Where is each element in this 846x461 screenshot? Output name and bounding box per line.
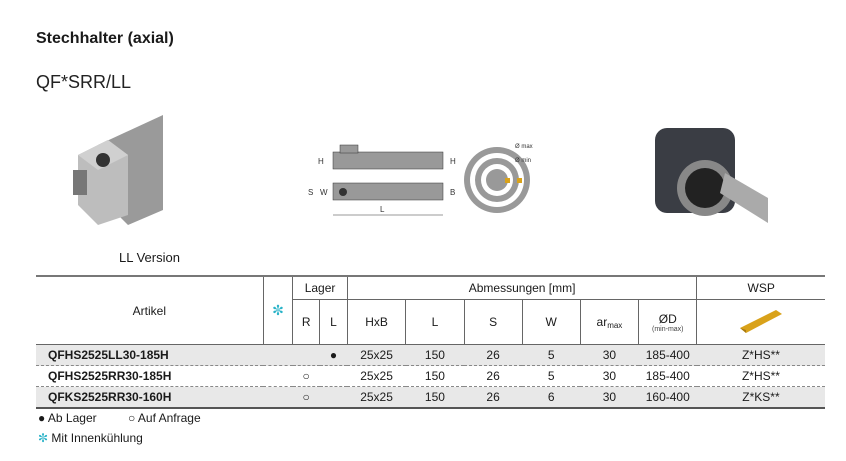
header-wsp: WSP	[696, 275, 825, 300]
header-length: L	[405, 299, 465, 345]
header-hxb: HxB	[346, 299, 406, 345]
tool-holder-image	[73, 115, 163, 225]
header-ar: armax	[579, 299, 639, 345]
legend-request: ○ Auf Anfrage	[128, 411, 201, 425]
image-caption: LL Version	[119, 250, 180, 265]
label-h2: H	[450, 157, 456, 166]
header-s: S	[463, 299, 523, 345]
snowflake-icon: ✼	[272, 302, 284, 318]
header-w: W	[521, 299, 581, 345]
product-code: QF*SRR/LL	[36, 72, 132, 92]
technical-drawing: H H S W B L Ø max Ø min	[308, 144, 533, 216]
header-abmessungen: Abmessungen [mm]	[346, 275, 697, 300]
snowflake-icon: ✼	[38, 431, 49, 445]
header-r: R	[292, 299, 320, 345]
header-l: L	[319, 299, 348, 345]
label-w: W	[320, 188, 328, 197]
insert-icon	[696, 299, 825, 345]
header-d: ØD(min-max)	[638, 299, 697, 345]
page-title: Stechhalter (axial)	[36, 30, 174, 47]
header-artikel: Artikel	[36, 275, 264, 345]
label-dmin: Ø min	[515, 158, 531, 164]
legend-coolant: ✼ Mit Innenkühlung	[38, 431, 143, 445]
label-h: H	[318, 157, 324, 166]
label-l: L	[380, 205, 385, 214]
legend-stock: ● Ab Lager	[38, 411, 97, 425]
tool-application-image	[655, 128, 768, 223]
label-dmax: Ø max	[515, 144, 533, 150]
label-s: S	[308, 188, 313, 197]
product-table: Artikel ✼ Lager Abmessungen [mm] WSP R L…	[36, 275, 825, 409]
label-b: B	[450, 188, 455, 197]
header-lager: Lager	[292, 275, 348, 300]
